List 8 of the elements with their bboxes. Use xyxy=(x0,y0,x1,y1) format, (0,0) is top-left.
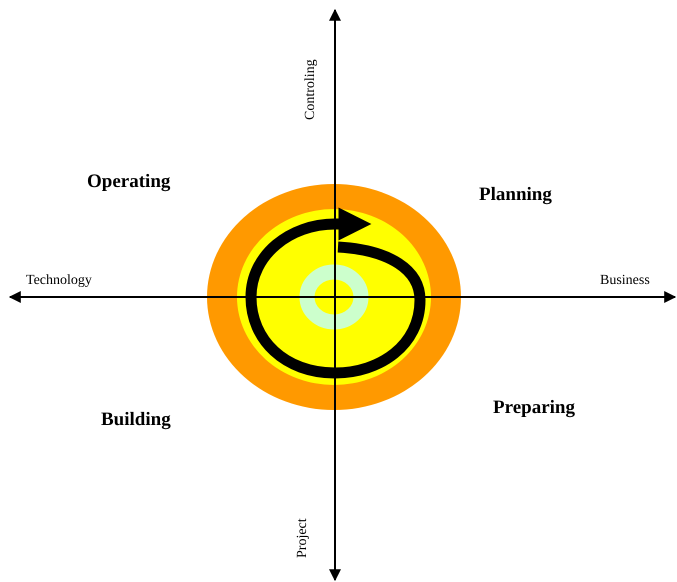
axis-label: Business xyxy=(600,274,650,288)
axis-label: Project xyxy=(296,517,310,558)
quadrant-label: Building xyxy=(101,410,171,429)
quadrant-label: Preparing xyxy=(493,398,575,417)
axis-label: Technology xyxy=(26,274,92,288)
quadrant-label: Planning xyxy=(479,185,552,204)
axis-label: Controling xyxy=(304,58,318,120)
quadrant-label: Operating xyxy=(87,172,170,191)
